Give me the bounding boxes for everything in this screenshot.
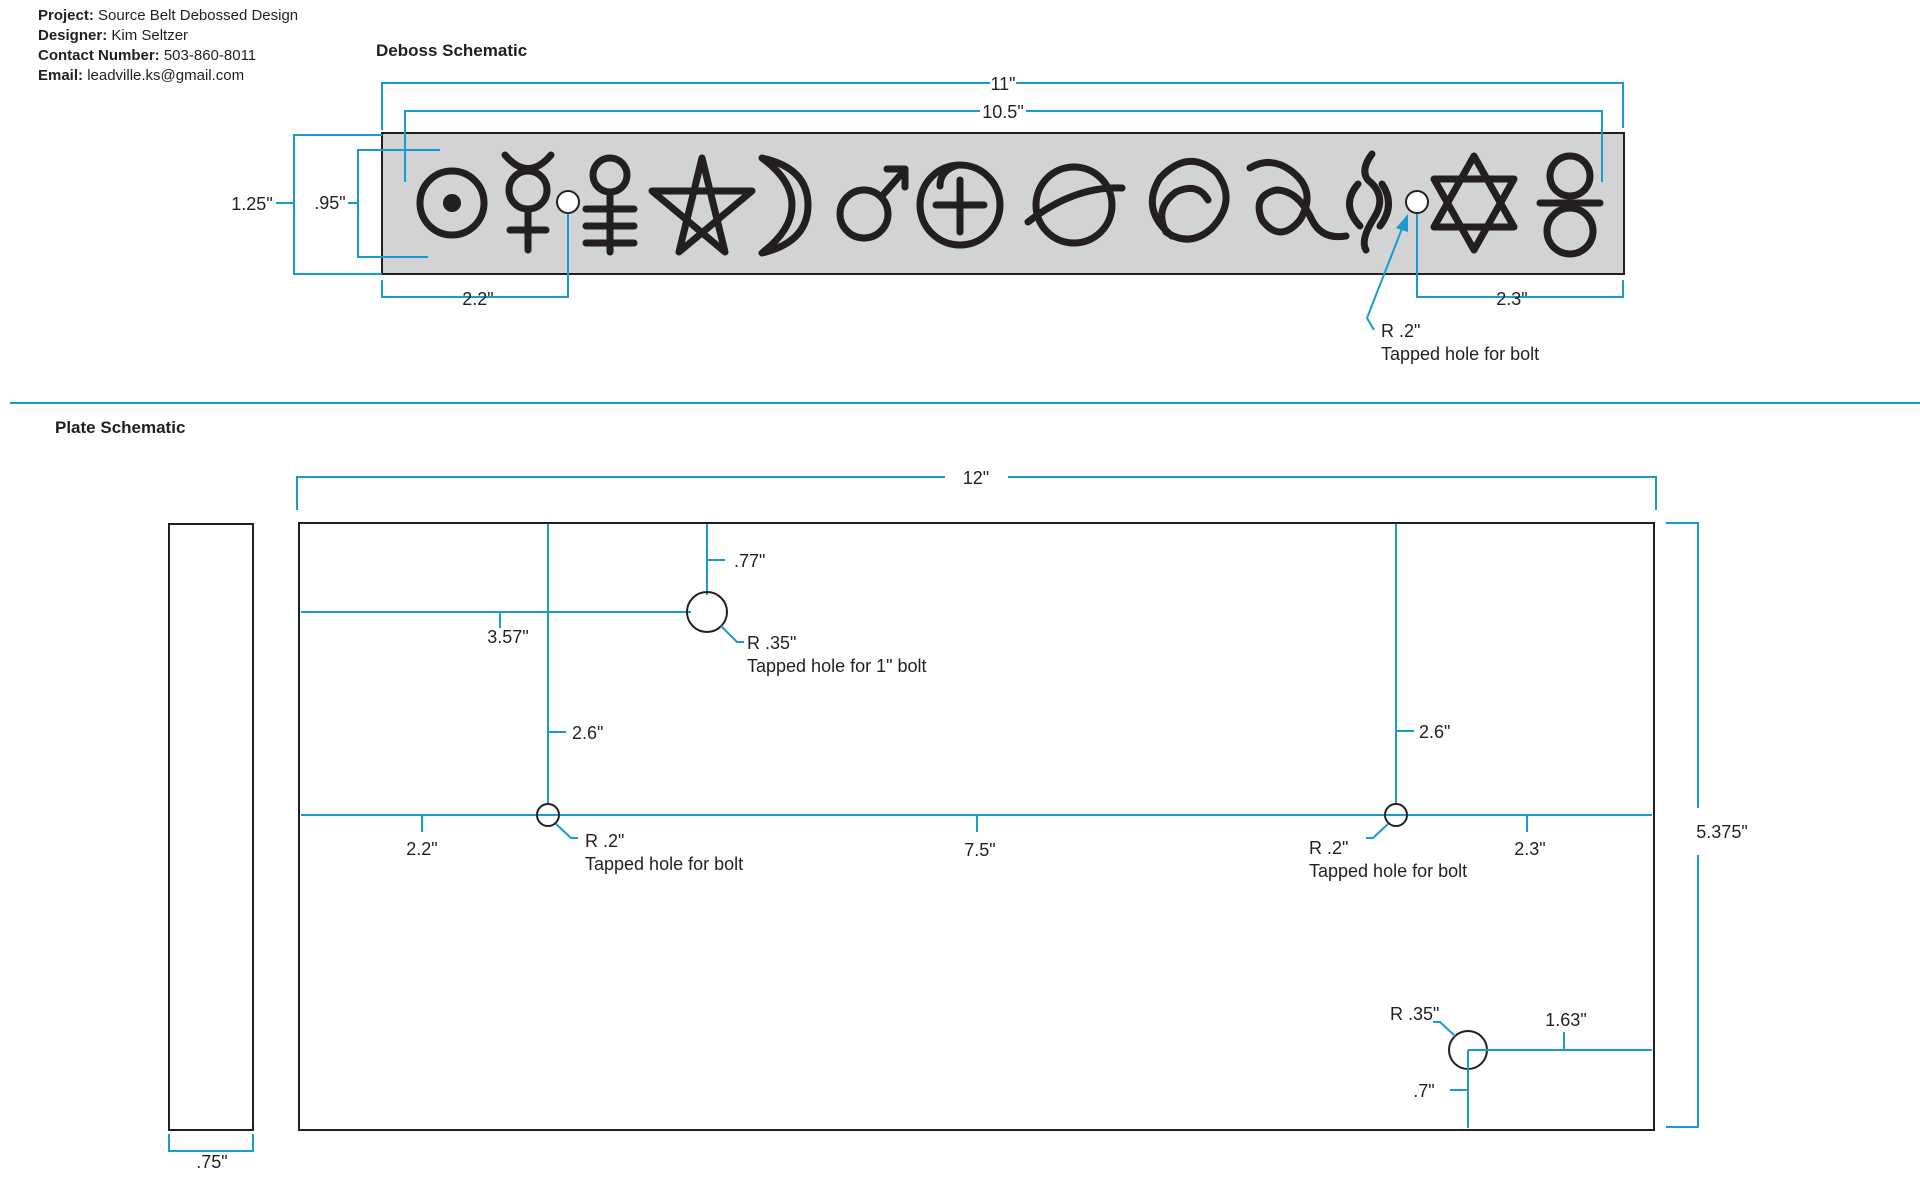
email-value: leadville.ks@gmail.com (87, 67, 245, 84)
dim-top-hole-left-label: 3.57" (487, 627, 528, 647)
dim-right-vertical-2-6: 2.6" (1395, 524, 1450, 805)
plate-front-view (298, 522, 1655, 1131)
venus-triple-bar-icon (582, 154, 638, 256)
dim-left-edge-label: 2.2" (406, 839, 437, 859)
dim-left-vertical-2-6: 2.6" (547, 524, 603, 805)
bottom-hole-radius: R .35" (1390, 1004, 1439, 1024)
mercury-icon (501, 151, 555, 254)
dim-inner-height-label: .95" (314, 193, 345, 213)
contact-row: Contact Number: 503-860-8011 (38, 46, 298, 66)
dim-bottom-right-label: 1.63" (1545, 1010, 1586, 1030)
designer-value: Kim Seltzer (111, 27, 189, 44)
dim-right-edge-label: 2.3" (1514, 839, 1545, 859)
email-row: Email: leadville.ks@gmail.com (38, 66, 298, 86)
contact-value: 503-860-8011 (163, 47, 257, 64)
contact-label: Contact Number: (38, 47, 160, 64)
dim-top-hole-77: .77" (706, 524, 765, 595)
dim-height-5-375: 5.375" (1666, 522, 1748, 1128)
pentagram-icon (648, 154, 756, 256)
project-label: Project: (38, 7, 94, 24)
left-hole-leader: R .2" Tapped hole for bolt (555, 823, 743, 874)
star-of-david-icon (1430, 152, 1518, 254)
right-hole-radius: R .2" (1309, 838, 1348, 858)
dim-overall-label: 11" (990, 74, 1015, 94)
deboss-title: Deboss Schematic (376, 41, 527, 60)
right-hole-leader: R .2" Tapped hole for bolt (1309, 823, 1467, 881)
wave-spiral-icon (1246, 159, 1350, 241)
deboss-hole-leader: R .2" Tapped hole for bolt (1365, 214, 1539, 364)
left-hole-radius: R .2" (585, 831, 624, 851)
saturn-ring-icon (1024, 163, 1126, 247)
belt-right-hole (1405, 190, 1429, 214)
mars-icon (836, 165, 909, 242)
right-hole-note: Tapped hole for bolt (1309, 861, 1467, 881)
top-hole-leader: R .35" Tapped hole for 1" bolt (720, 625, 927, 676)
designer-label: Designer: (38, 27, 108, 44)
top-hole-radius: R .35" (747, 633, 796, 653)
dim-width-12: 12" (296, 468, 1657, 510)
dim-center-label: 7.5" (964, 840, 995, 860)
dim-horizontal-baseline: 2.2" 7.5" 2.3" (301, 814, 1652, 860)
dim-top-hole-down-label: .77" (734, 551, 765, 571)
plate-left-hole (536, 803, 560, 827)
dim-left-vertical-label: 2.6" (572, 723, 603, 743)
sun-icon (416, 167, 488, 239)
bottom-hole-leader: R .35" (1390, 1004, 1456, 1037)
spiral-icon (1148, 157, 1230, 243)
earth-spiral-icon (916, 161, 1004, 249)
dim-bottom-up-label: .7" (1413, 1081, 1434, 1101)
dim-height-label: 1.25" (231, 194, 272, 214)
dim-bottom-right-163: 1.63" (1468, 1010, 1652, 1051)
email-label: Email: (38, 67, 84, 84)
dim-left-hole-2-2: 2.2" (381, 214, 569, 309)
dim-inner-label: 10.5" (982, 102, 1023, 122)
dim-right-hole-label: 2.3" (1496, 289, 1527, 309)
dim-right-hole-2-3: 2.3" (1416, 214, 1624, 309)
belt-left-hole (556, 190, 580, 214)
project-value: Source Belt Debossed Design (98, 7, 299, 24)
dim-thickness-label: .75" (196, 1152, 227, 1172)
infinity-knot-icon (1536, 152, 1604, 258)
project-info-block: Project: Source Belt Debossed Design Des… (38, 6, 298, 86)
crescent-moon-icon (758, 154, 812, 257)
deboss-hole-note: Tapped hole for bolt (1381, 344, 1539, 364)
dim-right-vertical-label: 2.6" (1419, 722, 1450, 742)
left-hole-note: Tapped hole for bolt (585, 854, 743, 874)
dim-thickness-75: .75" (168, 1134, 254, 1172)
plate-top-hole (686, 591, 728, 633)
plate-title: Plate Schematic (55, 418, 185, 437)
dim-left-hole-label: 2.2" (462, 289, 493, 309)
top-hole-note: Tapped hole for 1" bolt (747, 656, 927, 676)
dim-inner-height-95: .95" (314, 149, 440, 258)
plate-side-view (168, 523, 254, 1131)
dim-top-hole-357: 3.57" (301, 611, 691, 647)
s-curve-icon (1346, 150, 1392, 254)
dim-overall-11: 11" (381, 74, 1624, 130)
deboss-hole-radius: R .2" (1381, 321, 1420, 341)
project-row: Project: Source Belt Debossed Design (38, 6, 298, 26)
plate-right-hole (1384, 803, 1408, 827)
dim-inner-10-5: 10.5" (404, 102, 1603, 182)
dim-height-1-25: 1.25" (231, 134, 382, 275)
dim-bottom-up-7: .7" (1413, 1050, 1469, 1128)
dim-width-label: 12" (963, 468, 989, 488)
designer-row: Designer: Kim Seltzer (38, 26, 298, 46)
dim-height-label-plate: 5.375" (1696, 822, 1747, 842)
